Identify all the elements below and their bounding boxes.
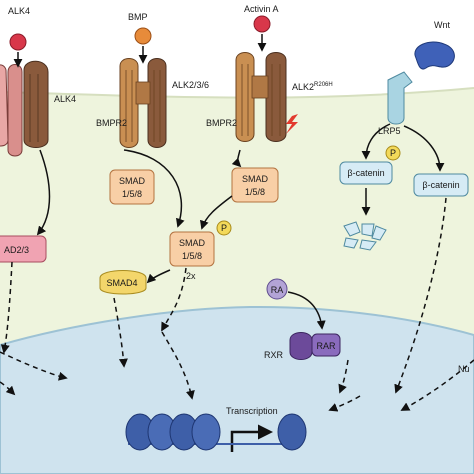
smad23-box [0, 235, 47, 263]
bcatenin-phospho-label: P [390, 148, 396, 158]
lrp5-label: LRP5 [378, 126, 401, 136]
rar-box [311, 333, 341, 357]
nucleus [0, 305, 474, 474]
smad4-label: SMAD4 [106, 278, 137, 288]
rar-label: RAR [316, 341, 336, 351]
wnt-ligand [414, 41, 455, 70]
smad158-phospho-box: SMAD 1/5/8 [169, 231, 215, 267]
alk236-receptor [119, 58, 167, 148]
smad23-label: AD2/3 [4, 245, 29, 255]
activin-ligand [253, 15, 271, 33]
bmpr2-left-label: BMPR2 [96, 118, 127, 128]
smad158-b-line1: SMAD [242, 174, 269, 184]
alk4-ligand [9, 33, 27, 51]
rxr-shape [289, 332, 313, 360]
smad158-b-line2: 1/5/8 [245, 187, 265, 197]
proteasome-fragments [343, 221, 387, 251]
dashed-arrows [0, 197, 474, 412]
lrp5-receptor [387, 71, 413, 125]
nucleosome [277, 413, 307, 451]
activin-a-label: Activin A [244, 4, 279, 14]
rxr-label: RXR [264, 350, 284, 360]
alk2-mutant-text: ALK2 [292, 82, 314, 92]
bmp-ligand [134, 27, 152, 45]
bmpr2-right-label: BMPR2 [206, 118, 237, 128]
smad-phospho-label: P [221, 223, 227, 233]
alk4-side-label: ALK4 [54, 94, 76, 104]
wnt-label: Wnt [434, 20, 451, 30]
nucleosome-array [125, 413, 307, 451]
bmp-label: BMP [128, 12, 148, 22]
smad158-p-line2: 1/5/8 [182, 251, 202, 261]
smad158-p-line1: SMAD [179, 238, 206, 248]
bcatenin-label: β-catenin [422, 180, 459, 190]
nucleus-label: Nu [458, 364, 470, 374]
transcription-label: Transcription [226, 406, 278, 416]
lightning-icon [286, 114, 298, 134]
smad158-a-line1: SMAD [119, 176, 146, 186]
alk2-mutant-sup: R206H [314, 82, 333, 88]
ra-label: RA [271, 285, 284, 295]
bcatenin-phospho-box [339, 161, 393, 185]
bcatenin-box [413, 173, 469, 197]
alk236-label: ALK2/3/6 [172, 80, 209, 90]
alk4-top-label: ALK4 [8, 6, 30, 16]
bcatenin-phospho-circle [385, 145, 401, 161]
alk4-receptor [0, 60, 49, 157]
smad158-box-a: SMAD 1/5/8 [109, 169, 155, 205]
nucleosome [191, 413, 221, 451]
smad-phospho-circle [216, 220, 232, 236]
ra-ligand [266, 278, 288, 300]
smad4-shape [99, 270, 147, 295]
two-x-label: 2x [186, 271, 196, 281]
alk2-mutant-receptor [235, 52, 287, 142]
pathway-arrows [36, 123, 445, 452]
alk2-mutant-label: ALK2R206H [292, 82, 333, 92]
smad158-a-line2: 1/5/8 [122, 189, 142, 199]
bcatenin-p-label: β-catenin [347, 168, 384, 178]
smad158-box-b: SMAD 1/5/8 [231, 167, 279, 203]
